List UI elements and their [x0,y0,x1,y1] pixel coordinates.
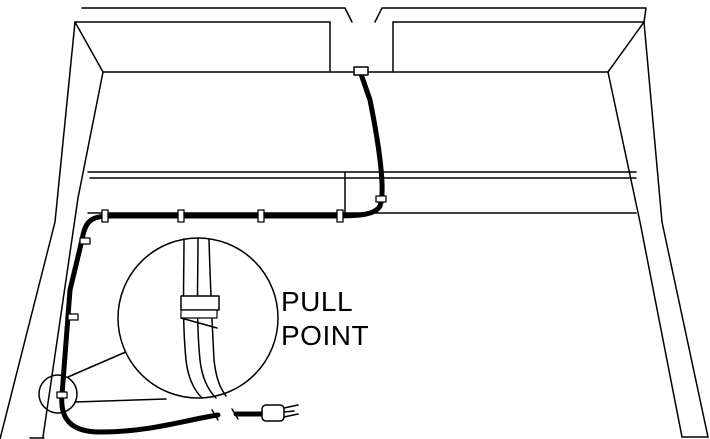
cable-clips [56,195,387,399]
cable-clip [56,391,68,399]
cable-clip [177,209,185,223]
plug-icon [261,404,299,422]
pull-point-label-line2: POINT [281,320,370,351]
desk-support-rail [87,171,637,214]
cable-clip-detail [180,295,220,311]
cable-clip [79,237,91,245]
cable-clip [101,209,109,223]
cable-break-marks [211,408,239,421]
cable-grommet [353,66,369,76]
desk-back-panel [74,7,647,73]
magnified-detail-circle [117,237,279,399]
desk-right-leg [607,21,709,438]
cable-clip [257,209,265,223]
cable [59,71,385,435]
cable-clip [67,313,79,321]
cable-clip [375,195,387,203]
pull-point-marker [38,374,78,414]
desk-left-leg [0,21,104,439]
detail-connector-lines [67,350,167,403]
cable-clip [336,209,344,223]
pull-point-label-line1: PULL [281,286,354,317]
